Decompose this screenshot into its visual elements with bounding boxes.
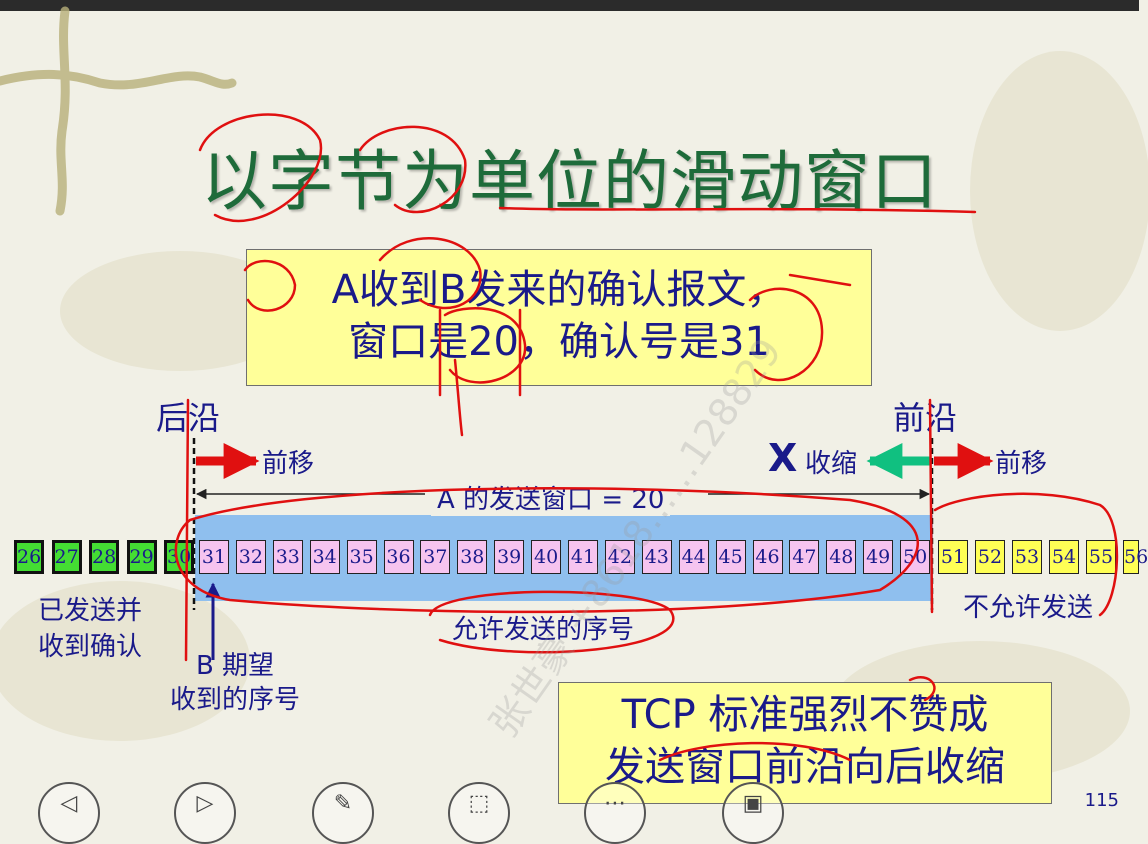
pointer-tool-button[interactable]: ⬚ [448,782,510,844]
not-allowed-byte-cell: 53 [1012,540,1042,574]
not-allowed-label: 不允许发送 [963,593,1094,623]
shrink-x-icon: X [768,436,798,480]
b-expect-label: B 期望 收到的序号 [155,649,315,717]
window-byte-cell: 38 [457,540,488,574]
window-byte-cell: 32 [235,540,266,574]
not-allowed-byte-cell: 54 [1049,540,1079,574]
tcp-note-line-2: 发送窗口前沿向后收缩 [605,744,1005,790]
acked-byte-cell: 30 [164,540,194,574]
window-byte-cell: 43 [641,540,672,574]
allowed-sequence-label: 允许发送的序号 [452,615,635,645]
window-byte-cell: 46 [752,540,783,574]
window-byte-cell: 37 [420,540,451,574]
pen-tool-button[interactable]: ✎ [312,782,374,844]
ack-info-line-1: A收到B发来的确认报文， [331,267,787,313]
front-edge-label: 前沿 [893,399,958,437]
acked-byte-cell: 28 [89,540,119,574]
window-byte-cell: 36 [383,540,414,574]
tcp-note-box: TCP 标准强烈不赞成 发送窗口前沿向后收缩 [558,682,1052,804]
window-byte-cell: 34 [309,540,340,574]
not-allowed-byte-cell: 55 [1086,540,1116,574]
window-byte-cell: 33 [272,540,303,574]
page-number: 115 [1084,790,1119,811]
window-byte-cell: 48 [826,540,857,574]
not-allowed-byte-cell: 52 [975,540,1005,574]
window-byte-cell: 39 [494,540,525,574]
not-allowed-byte-cell: 56 [1123,540,1148,574]
window-byte-cell: 49 [863,540,894,574]
acked-byte-cell: 27 [51,540,82,574]
window-byte-cell: 45 [715,540,746,574]
ack-info-line-2: 窗口是20，确认号是31 [348,319,770,365]
diagram-overlay: 张世豪 +8618……128829 [174,113,1119,762]
window-byte-cell: 47 [789,540,820,574]
sent-acked-line-1: 已发送并 [38,596,143,626]
window-byte-cell: 40 [531,540,562,574]
rear-move-forward-label: 前移 [262,449,315,479]
background-vine-decoration [0,6,1148,781]
b-expect-line-1: B 期望 [195,651,275,681]
window-top-bar [0,0,1139,11]
window-byte-cell: 31 [199,540,229,574]
shrink-label: 收缩 [805,449,858,479]
window-byte-cell: 41 [568,540,598,574]
window-byte-cell: 35 [346,540,377,574]
front-move-forward-label: 前移 [995,449,1048,479]
window-byte-cell: 42 [604,540,635,574]
acked-byte-cell: 26 [14,540,44,574]
prev-slide-button[interactable]: ◁ [38,782,100,844]
sent-acked-label: 已发送并 收到确认 [38,593,142,665]
window-byte-cell: 44 [678,540,709,574]
sent-acked-line-2: 收到确认 [38,632,143,662]
slide-title: 以字节为单位的滑动窗口 [201,143,938,220]
window-byte-cell: 50 [900,540,931,574]
next-slide-button[interactable]: ▷ [174,782,236,844]
b-expect-line-2: 收到的序号 [169,685,300,715]
slides-overview-button[interactable]: ▣ [722,782,784,844]
acked-byte-cell: 29 [126,540,157,574]
pen-annotations [174,113,1119,762]
ack-info-box: A收到B发来的确认报文， 窗口是20，确认号是31 [246,249,872,386]
watermark-text: 张世豪 +8618……128829 [481,330,790,745]
not-allowed-byte-cell: 51 [938,540,968,574]
menu-button[interactable]: ⋯ [584,782,646,844]
